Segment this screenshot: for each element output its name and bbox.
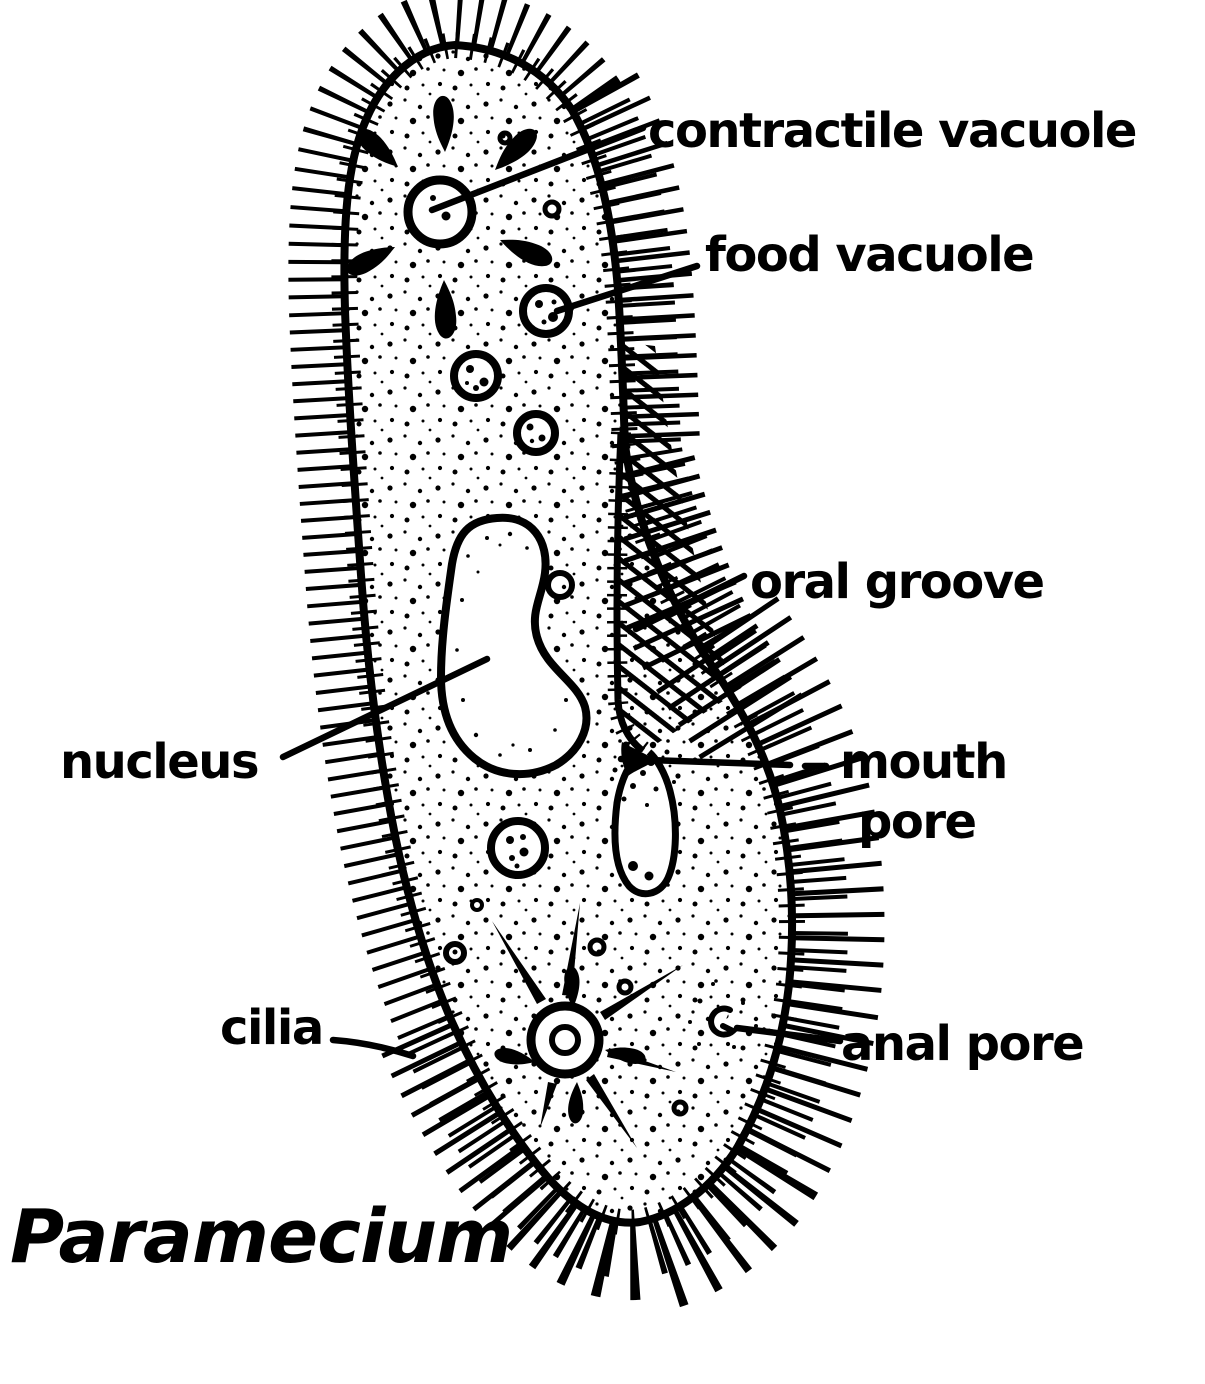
label-anal-pore: anal pore bbox=[841, 1016, 1083, 1072]
label-food-vacuole: food vacuole bbox=[705, 227, 1033, 283]
food-vacuoles bbox=[450, 284, 573, 879]
food-vacuole bbox=[487, 817, 549, 879]
food-vacuole bbox=[513, 410, 559, 456]
vacuole-ray bbox=[492, 921, 546, 1004]
label-oral-groove: oral groove bbox=[750, 554, 1044, 610]
leader-anal-pore bbox=[733, 1024, 844, 1045]
nucleus-speckles bbox=[455, 531, 568, 757]
label-nucleus: nucleus bbox=[60, 734, 258, 790]
anal-pore bbox=[688, 982, 758, 1049]
leader-lines bbox=[279, 124, 844, 1060]
oral-groove-wall bbox=[613, 431, 646, 754]
label-contractile-vacuole: contractile vacuole bbox=[648, 103, 1136, 159]
leader-oral-groove bbox=[632, 572, 748, 633]
diagram-title: Paramecium bbox=[10, 1194, 512, 1280]
vacuole-ray bbox=[540, 1082, 557, 1128]
label-mouth-pore-line2: pore bbox=[858, 794, 976, 850]
vacuole-ray bbox=[600, 965, 683, 1020]
leader-cilia bbox=[329, 1036, 417, 1060]
leader-contractile-vacuole bbox=[428, 124, 647, 214]
posterior-contractile-vacuole bbox=[492, 903, 683, 1148]
nucleus bbox=[436, 513, 591, 779]
gullet bbox=[611, 749, 679, 898]
small-vesicles bbox=[443, 130, 689, 1117]
label-cilia: cilia bbox=[220, 1000, 323, 1056]
leader-nucleus bbox=[279, 655, 491, 761]
leader-food-vacuole bbox=[553, 262, 701, 315]
contractile-vacuole bbox=[342, 95, 556, 339]
label-mouth-pore-line1: mouth bbox=[840, 734, 1007, 790]
leader-mouth-pore bbox=[617, 755, 830, 770]
food-vacuole bbox=[519, 284, 573, 338]
food-vacuole bbox=[450, 350, 502, 402]
vacuole-ray bbox=[586, 1074, 637, 1148]
